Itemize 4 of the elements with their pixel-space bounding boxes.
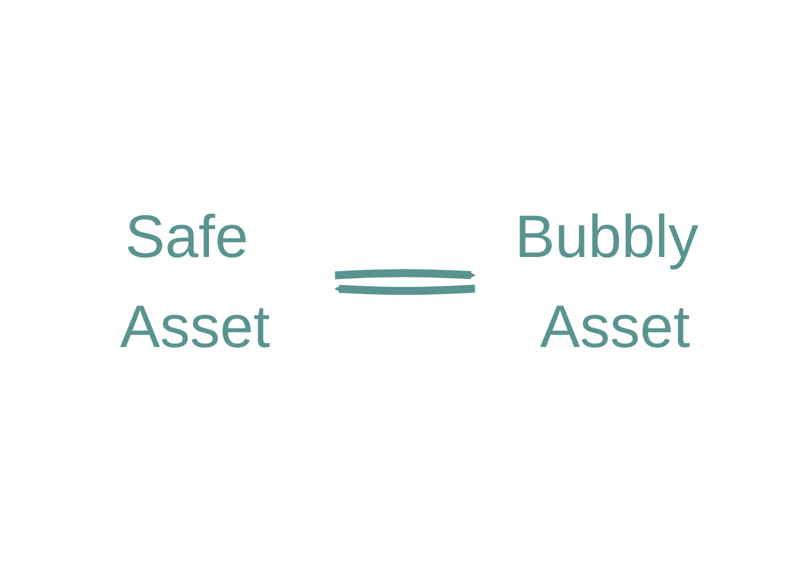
arrow <box>334 284 476 295</box>
arrow <box>334 269 476 280</box>
node-text: Safe Asset <box>120 203 270 360</box>
node-text: Bubbly Asset <box>514 203 698 360</box>
